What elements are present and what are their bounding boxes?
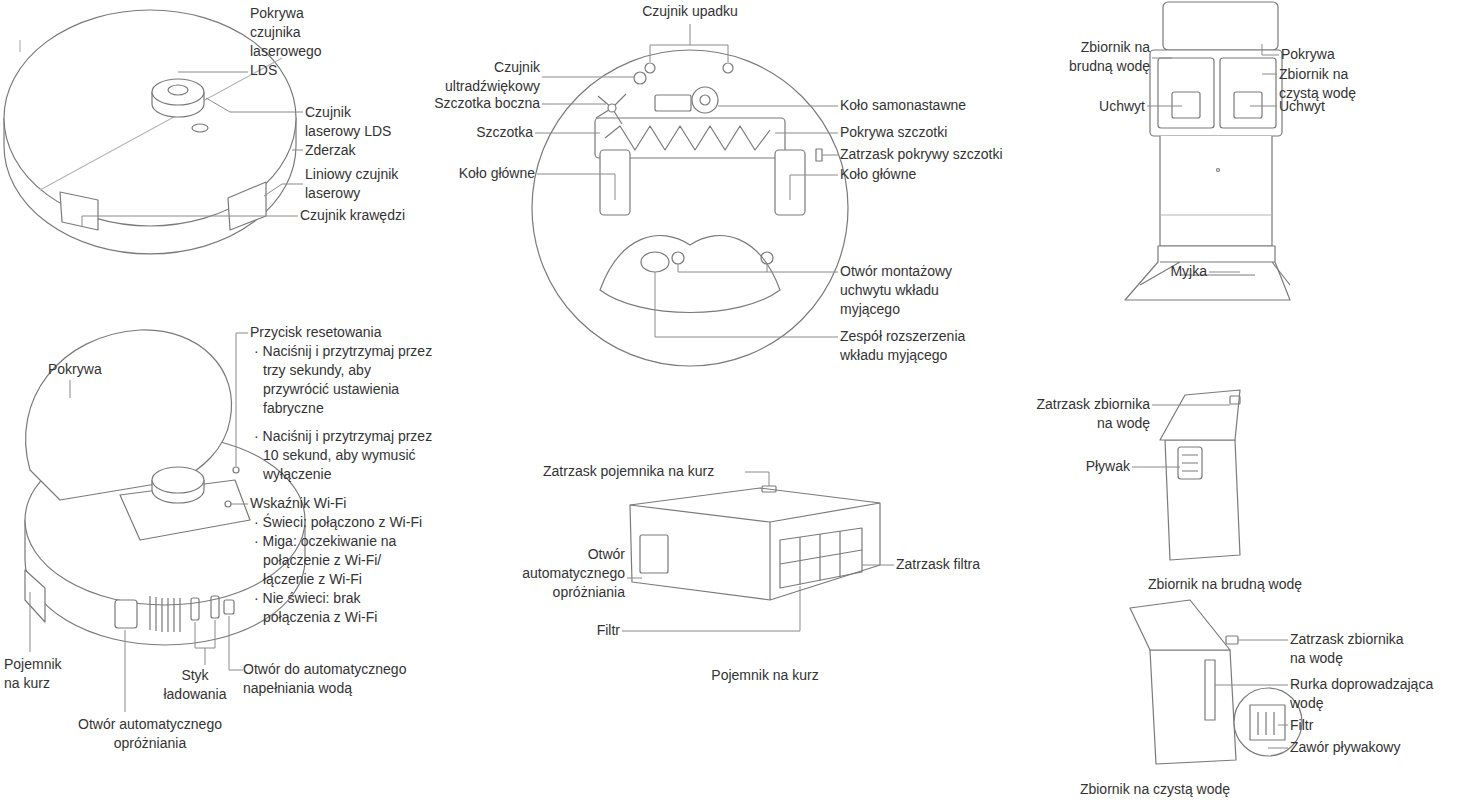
part-label: Pokrywa szczotki — [840, 123, 1040, 142]
part-label: Zatrzask zbiornika na wodę — [1020, 395, 1150, 433]
part-label: Pojemnik na kurz — [4, 655, 74, 693]
part-label: Pływak — [1060, 457, 1130, 476]
part-label: Czujnik upadku — [620, 2, 760, 21]
part-label: Pokrywa — [48, 360, 128, 379]
part-label: Zatrzask pokrywy szczotki — [840, 145, 1040, 164]
figure-caption: Pojemnik na kurz — [680, 666, 850, 685]
note-text: · Świeci: połączono z Wi-Fi — [254, 513, 478, 532]
part-label: Pokrywa — [1281, 45, 1361, 64]
clean-water-tank — [1130, 600, 1302, 764]
part-label: Koło samonastawne — [840, 96, 1040, 115]
part-label: Filtr — [560, 621, 620, 640]
part-label: Rurka doprowadzająca wodę — [1290, 675, 1435, 713]
part-label: Liniowy czujnik laserowy — [305, 165, 415, 203]
part-label: Koło główne — [840, 165, 1040, 184]
figure-caption: Zbiornik na brudną wodę — [1120, 575, 1330, 594]
part-label: Przycisk resetowania — [250, 323, 450, 342]
note-text: · Miga: oczekiwanie na połączenie z Wi-F… — [254, 532, 433, 589]
part-label: Pokrywa czujnika laserowego LDS — [250, 4, 335, 80]
part-label: Zatrzask zbiornika na wodę — [1290, 630, 1420, 668]
dirty-water-tank — [1160, 390, 1240, 560]
part-label: Szczotka — [420, 123, 533, 142]
part-label: Zatrzask filtra — [896, 555, 1026, 574]
part-label: Czujnik ultradźwiękowy — [430, 58, 540, 96]
part-label: Zbiornik na brudną wodę — [1055, 38, 1150, 76]
part-label: Wskaźnik Wi-Fi — [250, 494, 450, 513]
part-label: Uchwyt — [1279, 97, 1359, 116]
part-label: Myjka — [1140, 262, 1207, 281]
leader-lines — [30, 24, 1288, 748]
part-label: Zespół rozszerzenia wkładu myjącego — [840, 327, 980, 365]
part-label: Otwór montażowy uchwytu wkładu myjącego — [840, 262, 970, 319]
part-label: Czujnik laserowy LDS — [305, 103, 400, 141]
dust-bin — [630, 486, 880, 600]
part-label: Koło główne — [420, 164, 535, 183]
part-label: Zderzak — [305, 141, 395, 160]
part-label: Zatrzask pojemnika na kurz — [543, 462, 763, 481]
part-label: Zbiornik na czystą wodę — [1279, 65, 1369, 103]
figure-caption: Zbiornik na czystą wodę — [1050, 780, 1260, 799]
part-label: Szczotka boczna — [420, 94, 540, 113]
part-label: Filtr — [1290, 716, 1390, 735]
part-label: Otwór do automatycznego napełniania wodą — [243, 660, 428, 698]
part-label: Styk ładowania — [150, 666, 240, 704]
note-text: · Nie świeci: brak połączenia z Wi-Fi — [254, 589, 403, 627]
part-label: Otwór automatycznego opróżniania — [65, 715, 235, 753]
part-label: Czujnik krawędzi — [300, 206, 430, 225]
note-text: · Naciśnij i przytrzymaj przez trzy seku… — [254, 342, 438, 418]
robot-bottom-view — [532, 50, 848, 366]
note-text: · Naciśnij i przytrzymaj przez 10 sekund… — [254, 427, 438, 484]
part-label: Uchwyt — [1060, 97, 1145, 116]
part-label: Zawór pływakowy — [1290, 738, 1440, 757]
part-label: Otwór automatycznego opróżniania — [515, 545, 625, 602]
